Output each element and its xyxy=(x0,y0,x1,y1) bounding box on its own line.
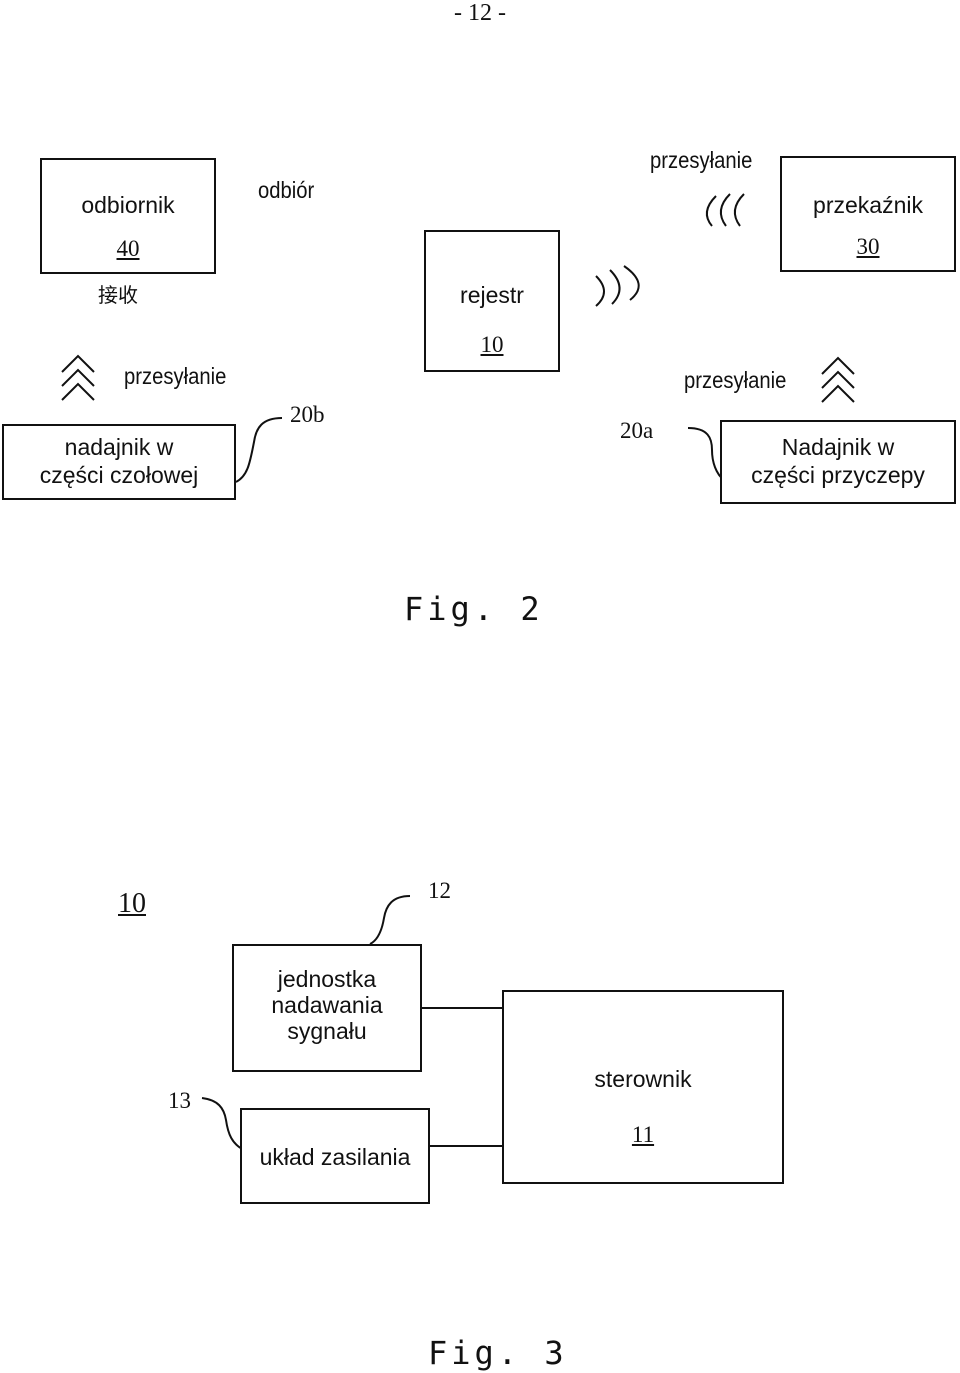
leader-20a xyxy=(687,427,725,481)
page-number: - 12 - xyxy=(454,0,506,26)
leader-12 xyxy=(369,895,411,945)
trailer-transmitter-box: Nadajnik w części przyczepy xyxy=(720,420,956,504)
relay-number: 30 xyxy=(856,234,880,259)
signal-transmission-unit-box: jednostka nadawania sygnału xyxy=(232,944,422,1072)
ref-13: 13 xyxy=(168,1088,191,1113)
receiver-label: odbiornik xyxy=(81,192,175,218)
head-transmitter-box: nadajnik w części czołowej xyxy=(2,424,236,500)
transmit-label-top: przesyłanie xyxy=(650,147,753,173)
head-transmitter-label-line1: nadajnik w xyxy=(64,434,174,460)
trailer-transmitter-label-line2: części przyczepy xyxy=(751,462,925,488)
ref-20a: 20a xyxy=(620,418,654,443)
relay-box: przekaźnik 30 xyxy=(780,156,956,272)
controller-number: 11 xyxy=(631,1122,655,1147)
power-supply-label: układ zasilania xyxy=(259,1144,411,1170)
transmit-label-right: przesyłanie xyxy=(684,367,787,393)
receiver-box: odbiornik 40 xyxy=(40,158,216,274)
head-transmitter-label-line2: części czołowej xyxy=(39,462,199,488)
fig2-caption: Fig. 2 xyxy=(404,590,544,628)
signal-unit-label-line3: sygnału xyxy=(287,1018,367,1044)
signal-right-icon xyxy=(595,265,640,307)
trailer-transmitter-label-line1: Nadajnik w xyxy=(781,434,895,460)
leader-20b xyxy=(235,417,283,483)
receive-label: odbiór xyxy=(258,177,315,203)
controller-label: sterownik xyxy=(594,1066,692,1092)
signal-up-icon xyxy=(61,354,95,401)
transmit-label-left: przesyłanie xyxy=(124,363,227,389)
receiver-number: 40 xyxy=(116,236,140,261)
signal-unit-label-line2: nadawania xyxy=(271,992,383,1018)
signal-left-icon xyxy=(705,193,745,227)
signal-up-icon xyxy=(821,356,855,403)
register-number: 10 xyxy=(480,332,504,357)
relay-label: przekaźnik xyxy=(813,192,923,218)
register-label: rejestr xyxy=(460,282,524,308)
ref-12: 12 xyxy=(428,878,451,903)
power-supply-box: układ zasilania xyxy=(240,1108,430,1204)
register-box: rejestr 10 xyxy=(424,230,560,372)
receive-label-cjk: 接收 xyxy=(98,283,138,307)
fig3-caption: Fig. 3 xyxy=(428,1334,568,1372)
leader-13 xyxy=(201,1097,245,1151)
signal-unit-label-line1: jednostka xyxy=(277,966,377,992)
ref-device-10: 10 xyxy=(118,888,146,919)
controller-box: sterownik 11 xyxy=(502,990,784,1184)
ref-20b: 20b xyxy=(290,402,325,427)
